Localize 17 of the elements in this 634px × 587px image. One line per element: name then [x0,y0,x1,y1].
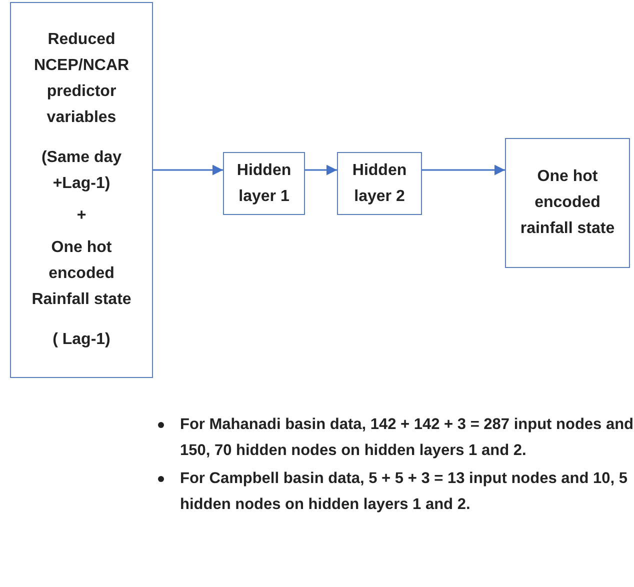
node-text: One hot encoded Rainfall state [30,238,132,310]
arrow [305,164,337,176]
arrow [422,164,505,176]
process-box [505,138,630,268]
arrow [153,164,223,176]
node-text: ( Lag-1) [52,330,110,350]
node-text: (Same day +Lag-1) [40,148,123,194]
node-text: Reduced NCEP/NCAR predictor variables [32,30,130,128]
process-box [337,152,422,215]
node-text: Hidden layer 1 [236,160,292,206]
bullet-note: For Campbell basin data, 5 + 5 + 3 = 13 input nodes and 10, 5 hidden nodes on hidden layers 1 and 2. [180,466,634,518]
node-text: + [76,206,86,226]
process-box [10,2,153,378]
bullet-note: For Mahanadi basin data, 142 + 142 + 3 = 287 input nodes and 150, 70 hidden nodes on hidden layers 1 and 2. [180,412,634,464]
node-text: Hidden layer 2 [351,160,408,206]
process-box [223,152,305,215]
node-text: One hot encoded rainfall state [519,167,616,239]
